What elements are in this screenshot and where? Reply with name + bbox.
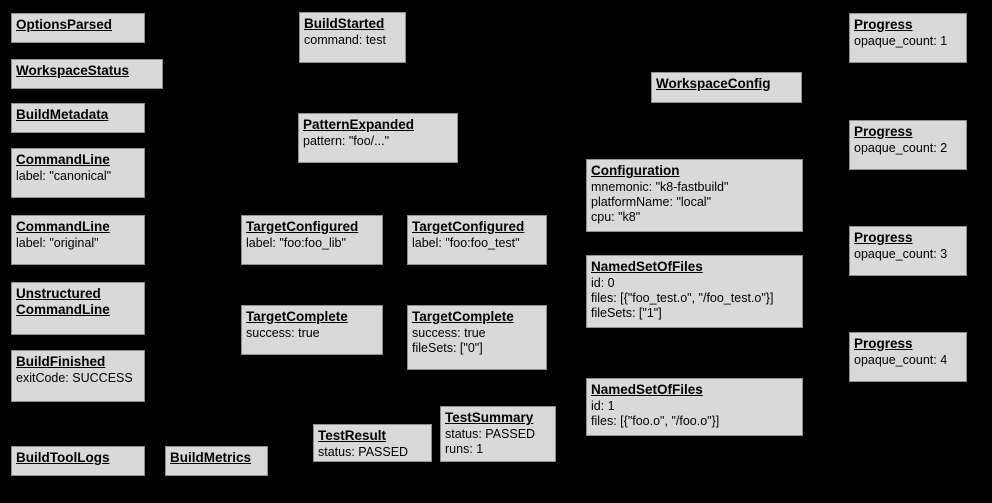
node-progress-3[interactable]: Progress opaque_count: 3 bbox=[849, 226, 967, 276]
node-fields: status: PASSED bbox=[318, 445, 427, 460]
node-workspace-status[interactable]: WorkspaceStatus bbox=[11, 59, 163, 89]
node-progress-1[interactable]: Progress opaque_count: 1 bbox=[849, 13, 967, 63]
node-field: files: [{"foo_test.o", "/foo_test.o"}] bbox=[591, 291, 774, 305]
node-options-parsed[interactable]: OptionsParsed bbox=[11, 13, 145, 43]
node-title: OptionsParsed bbox=[16, 17, 113, 32]
node-title: BuildMetrics bbox=[170, 450, 252, 465]
node-test-result[interactable]: TestResult status: PASSED bbox=[313, 424, 432, 462]
node-title: TargetComplete bbox=[246, 309, 348, 324]
node-fields: command: test bbox=[304, 33, 401, 48]
node-title: Progress bbox=[854, 17, 913, 32]
node-progress-2[interactable]: Progress opaque_count: 2 bbox=[849, 120, 967, 170]
node-field: opaque_count: 3 bbox=[854, 247, 948, 261]
node-unstructured-command-line[interactable]: Unstructured CommandLine bbox=[11, 282, 145, 335]
node-field: opaque_count: 2 bbox=[854, 141, 948, 155]
node-field: status: PASSED bbox=[318, 445, 409, 459]
node-field: success: true bbox=[412, 326, 486, 340]
node-fields: pattern: "foo/..." bbox=[303, 134, 453, 149]
node-fields: label: "foo:foo_test" bbox=[412, 236, 542, 251]
node-title: TargetComplete bbox=[412, 309, 514, 324]
node-field: label: "canonical" bbox=[16, 169, 112, 183]
node-field: cpu: "k8" bbox=[591, 210, 641, 224]
node-field: opaque_count: 4 bbox=[854, 353, 948, 367]
node-field: status: PASSED bbox=[445, 427, 536, 441]
node-field: exitCode: SUCCESS bbox=[16, 371, 133, 385]
node-fields: opaque_count: 3 bbox=[854, 247, 962, 262]
node-title: Unstructured CommandLine bbox=[16, 286, 110, 317]
node-title: BuildMetadata bbox=[16, 107, 109, 122]
node-field: platformName: "local" bbox=[591, 195, 712, 209]
node-title: NamedSetOfFiles bbox=[591, 259, 703, 274]
node-fields: mnemonic: "k8-fastbuild"platformName: "l… bbox=[591, 180, 798, 225]
node-title: Progress bbox=[854, 124, 913, 139]
node-field: runs: 1 bbox=[445, 442, 484, 456]
node-build-metrics[interactable]: BuildMetrics bbox=[165, 446, 268, 476]
node-target-configured-foo-test[interactable]: TargetConfigured label: "foo:foo_test" bbox=[407, 215, 547, 265]
node-field: command: test bbox=[304, 33, 386, 47]
node-field: fileSets: ["1"] bbox=[591, 306, 662, 320]
node-fields: exitCode: SUCCESS bbox=[16, 371, 140, 386]
node-fields: opaque_count: 2 bbox=[854, 141, 962, 156]
node-field: label: "foo:foo_test" bbox=[412, 236, 520, 250]
node-build-started[interactable]: BuildStarted command: test bbox=[299, 12, 406, 63]
node-title: Progress bbox=[854, 336, 913, 351]
node-configuration[interactable]: Configuration mnemonic: "k8-fastbuild"pla… bbox=[586, 159, 803, 232]
node-field: label: "original" bbox=[16, 236, 99, 250]
node-title: BuildToolLogs bbox=[16, 450, 110, 465]
node-command-line-canonical[interactable]: CommandLine label: "canonical" bbox=[11, 148, 145, 198]
node-title: TargetConfigured bbox=[412, 219, 525, 234]
node-fields: label: "original" bbox=[16, 236, 140, 251]
node-fields: label: "foo:foo_lib" bbox=[246, 236, 378, 251]
node-field: id: 0 bbox=[591, 276, 615, 290]
node-target-complete-lib[interactable]: TargetComplete success: true bbox=[241, 305, 383, 355]
node-title: TestSummary bbox=[445, 410, 534, 425]
node-field: pattern: "foo/..." bbox=[303, 134, 390, 148]
node-title: CommandLine bbox=[16, 219, 110, 234]
node-title: WorkspaceStatus bbox=[16, 63, 130, 78]
node-build-finished[interactable]: BuildFinished exitCode: SUCCESS bbox=[11, 350, 145, 402]
node-pattern-expanded[interactable]: PatternExpanded pattern: "foo/..." bbox=[298, 113, 458, 163]
node-field: mnemonic: "k8-fastbuild" bbox=[591, 180, 729, 194]
node-title: TargetConfigured bbox=[246, 219, 359, 234]
node-progress-4[interactable]: Progress opaque_count: 4 bbox=[849, 332, 967, 382]
node-fields: success: true bbox=[246, 326, 378, 341]
node-field: files: [{"foo.o", "/foo.o"}] bbox=[591, 414, 720, 428]
node-title: NamedSetOfFiles bbox=[591, 382, 703, 397]
node-field: opaque_count: 1 bbox=[854, 34, 948, 48]
node-build-metadata[interactable]: BuildMetadata bbox=[11, 103, 145, 133]
node-field: success: true bbox=[246, 326, 320, 340]
node-title: BuildFinished bbox=[16, 354, 106, 369]
node-command-line-original[interactable]: CommandLine label: "original" bbox=[11, 215, 145, 265]
node-title: CommandLine bbox=[16, 152, 110, 167]
node-fields: opaque_count: 4 bbox=[854, 353, 962, 368]
node-target-configured-foo-lib[interactable]: TargetConfigured label: "foo:foo_lib" bbox=[241, 215, 383, 265]
node-title: BuildStarted bbox=[304, 16, 385, 31]
node-field: label: "foo:foo_lib" bbox=[246, 236, 346, 250]
node-field: fileSets: ["0"] bbox=[412, 341, 483, 355]
node-title: Configuration bbox=[591, 163, 680, 178]
node-workspace-config[interactable]: WorkspaceConfig bbox=[651, 72, 802, 103]
node-field: id: 1 bbox=[591, 399, 615, 413]
node-build-tool-logs[interactable]: BuildToolLogs bbox=[11, 446, 145, 476]
node-title: WorkspaceConfig bbox=[656, 76, 771, 91]
node-fields: opaque_count: 1 bbox=[854, 34, 962, 49]
node-title: Progress bbox=[854, 230, 913, 245]
node-title: PatternExpanded bbox=[303, 117, 415, 132]
node-title: TestResult bbox=[318, 428, 387, 443]
node-fields: label: "canonical" bbox=[16, 169, 140, 184]
